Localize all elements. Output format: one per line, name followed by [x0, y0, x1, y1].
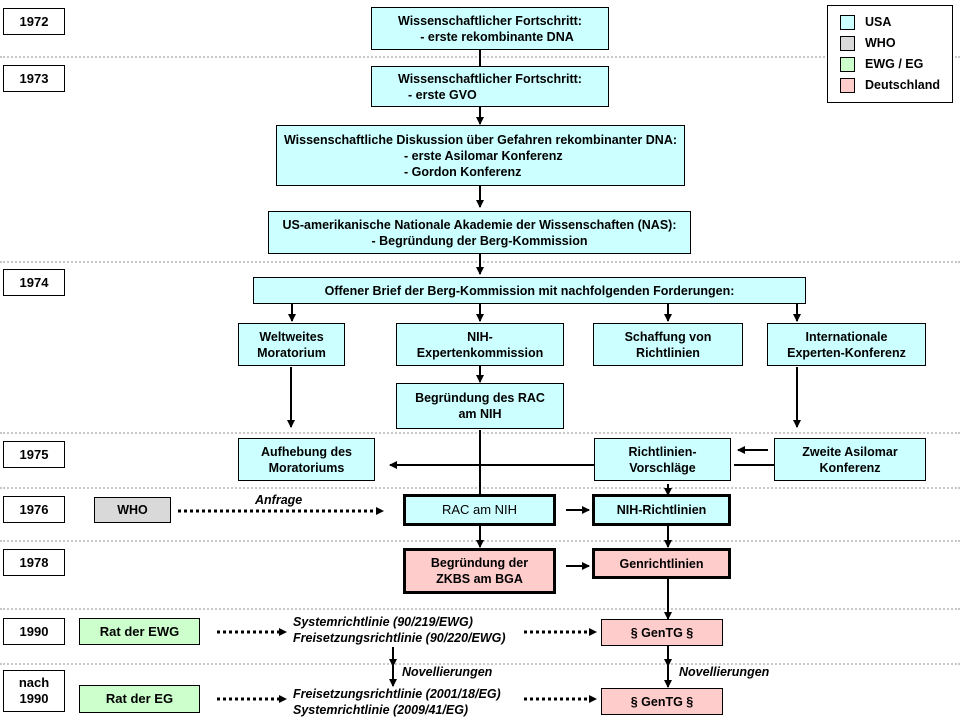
node-rac-begruendung: Begründung des RAC am NIH: [396, 383, 564, 429]
node-gentg-nach-1990: § GenTG §: [601, 688, 723, 715]
legend-swatch: [840, 77, 855, 93]
year-label: 1976: [3, 496, 65, 523]
legend-label: WHO: [865, 36, 896, 50]
annotation-novellierungen: Novellierungen: [402, 665, 493, 679]
node-rat-eg: Rat der EG: [79, 685, 200, 713]
row-separator: [0, 663, 960, 665]
node-label: Rat der EG: [105, 691, 174, 706]
year-label: 1978: [3, 549, 65, 576]
node-line: Begründung des RAC: [415, 391, 545, 405]
annotation-anfrage: Anfrage: [255, 493, 303, 507]
node-line: ZKBS am BGA: [436, 572, 523, 586]
node-label: NIH-Richtlinien: [616, 503, 707, 517]
node-gentg-1990: § GenTG §: [601, 619, 723, 646]
node-line: Experten-Konferenz: [787, 345, 906, 360]
node-line: Konferenz: [819, 460, 881, 475]
node-line: Aufhebung des: [261, 444, 352, 459]
annotation-novellierungen: Novellierungen: [679, 665, 770, 679]
year-label: 1972: [3, 8, 65, 35]
annotation-richtlinie: Systemrichtlinie (2009/41/EG): [293, 703, 469, 717]
node-item: - Gordon Konferenz: [404, 164, 522, 179]
node-title: Wissenschaftlicher Fortschritt:: [398, 71, 582, 86]
row-separator: [0, 608, 960, 610]
node-label: RAC am NIH: [441, 502, 518, 517]
node-line: Internationale: [805, 329, 888, 344]
year-label: nach 1990: [3, 670, 65, 712]
legend-swatch: [840, 14, 855, 30]
node-line: Begründung der: [430, 556, 529, 570]
node-diskussion: Wissenschaftliche Diskussion über Gefahr…: [276, 125, 685, 186]
arrowhead: [376, 507, 384, 515]
arrowhead: [279, 695, 287, 703]
year-label: 1973: [3, 65, 65, 92]
legend-item-deutschland: Deutschland: [840, 77, 940, 93]
legend-item-usa: USA: [840, 14, 891, 30]
node-rat-ewg: Rat der EWG: [79, 618, 200, 645]
year-label: 1974: [3, 269, 65, 296]
node-genrichtlinien: Genrichtlinien: [592, 548, 731, 579]
node-zweite-asilomar: Zweite Asilomar Konferenz: [774, 438, 926, 481]
node-line: Expertenkommission: [416, 345, 544, 360]
node-title: Offener Brief der Berg-Kommission mit na…: [324, 283, 735, 298]
node-title: Wissenschaftliche Diskussion über Gefahr…: [283, 132, 678, 147]
node-item: - erste rekombinante DNA: [420, 29, 574, 44]
node-title: US-amerikanische Nationale Akademie der …: [282, 217, 677, 232]
node-nas: US-amerikanische Nationale Akademie der …: [268, 211, 691, 254]
node-label: § GenTG §: [630, 694, 694, 709]
node-item: - erste GVO: [408, 87, 477, 102]
node-vorschlaege: Richtlinien- Vorschläge: [594, 438, 731, 481]
node-line: Weltweites: [259, 329, 324, 344]
annotation-richtlinie: Freisetzungsrichtlinie (2001/18/EG): [293, 687, 501, 701]
node-label: Rat der EWG: [99, 623, 180, 639]
arrowhead: [589, 628, 597, 636]
node-schaffung: Schaffung von Richtlinien: [593, 323, 743, 366]
node-item: - Begründung der Berg-Kommission: [371, 233, 588, 248]
legend-swatch: [840, 35, 855, 51]
node-zkbs: Begründung der ZKBS am BGA: [403, 548, 556, 594]
node-line: Vorschläge: [629, 460, 696, 475]
node-line: NIH-: [467, 329, 493, 344]
legend-swatch: [840, 56, 855, 72]
node-label: Genrichtlinien: [619, 556, 704, 571]
legend-label: EWG / EG: [865, 57, 924, 71]
legend-label: Deutschland: [865, 78, 941, 92]
node-label: WHO: [117, 503, 148, 517]
node-who: WHO: [94, 497, 171, 523]
year-label: 1975: [3, 441, 65, 468]
node-title: Wissenschaftlicher Fortschritt:: [398, 13, 582, 28]
node-line: am NIH: [458, 407, 502, 421]
node-nih-experten: NIH- Expertenkommission: [396, 323, 564, 366]
node-internationale: Internationale Experten-Konferenz: [767, 323, 926, 366]
legend: USA WHO EWG / EG Deutschland: [827, 5, 953, 103]
node-line: Zweite Asilomar: [802, 444, 898, 459]
year-label: 1990: [3, 618, 65, 645]
arrowhead: [279, 628, 287, 636]
legend-label: USA: [865, 15, 892, 29]
legend-item-ewg: EWG / EG: [840, 56, 923, 72]
node-fortschritt-dna: Wissenschaftlicher Fortschritt: - erste …: [371, 7, 609, 50]
legend-item-who: WHO: [840, 35, 896, 51]
node-item: - erste Asilomar Konferenz: [404, 148, 563, 163]
annotation-richtlinie: Systemrichtlinie (90/219/EWG): [293, 615, 473, 629]
node-label: § GenTG §: [630, 625, 694, 640]
node-line: Richtlinien: [636, 345, 700, 360]
node-line: Moratoriums: [268, 460, 345, 475]
arrowhead: [589, 695, 597, 703]
node-rac-nih: RAC am NIH: [403, 494, 556, 526]
node-line: Richtlinien-: [628, 444, 697, 459]
node-line: Moratorium: [257, 345, 326, 360]
node-nih-richtlinien: NIH-Richtlinien: [592, 494, 731, 526]
node-moratorium: Weltweites Moratorium: [238, 323, 345, 366]
node-line: Schaffung von: [624, 329, 712, 344]
annotation-richtlinie: Freisetzungsrichtlinie (90/220/EWG): [293, 631, 506, 645]
node-offener-brief: Offener Brief der Berg-Kommission mit na…: [253, 277, 806, 304]
node-aufhebung: Aufhebung des Moratoriums: [238, 438, 375, 481]
node-fortschritt-gvo: Wissenschaftlicher Fortschritt: - erste …: [371, 66, 609, 107]
